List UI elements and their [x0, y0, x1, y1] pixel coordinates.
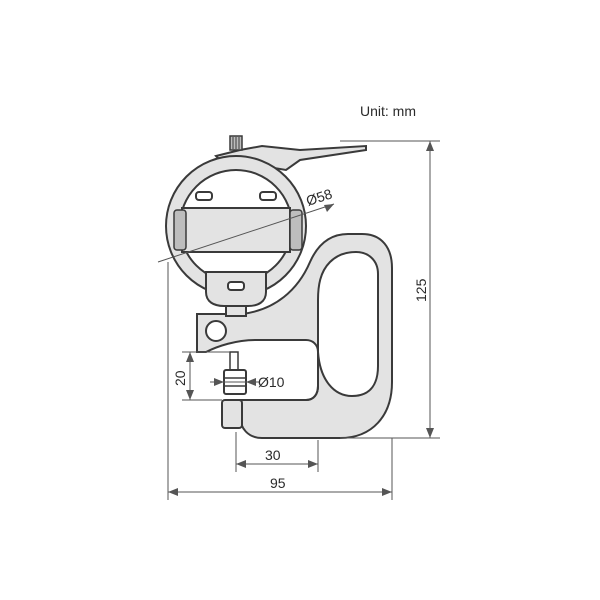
- dial-bottom-button: [227, 281, 245, 291]
- spindle-assembly: [223, 351, 247, 395]
- lower-anvil-block: [221, 399, 243, 429]
- spindle-rod: [229, 351, 239, 371]
- dial-diameter-label: Ø58: [304, 185, 334, 208]
- dimension-lines: [157, 140, 440, 500]
- unit-label: Unit: mm: [360, 103, 416, 119]
- lcd-side-left: [173, 209, 187, 251]
- lcd-display: [181, 207, 291, 253]
- total-height-label: 125: [413, 278, 429, 302]
- frame-throat-contour: [240, 352, 319, 401]
- throat-depth-label: 30: [265, 447, 281, 463]
- lcd-side-right: [289, 209, 303, 251]
- dial-indicator: [165, 135, 367, 317]
- frame-boss: [205, 320, 227, 342]
- total-width-label: 95: [270, 475, 286, 491]
- dial-stem: [225, 305, 247, 317]
- dial-top-button-right: [259, 191, 277, 201]
- dimension-arrows: [168, 141, 434, 496]
- spindle-travel-label: 20: [172, 370, 188, 386]
- anvil-diameter-label: Ø10: [258, 374, 285, 390]
- dial-top-button-left: [195, 191, 213, 201]
- dial-diameter-leader: [157, 203, 335, 263]
